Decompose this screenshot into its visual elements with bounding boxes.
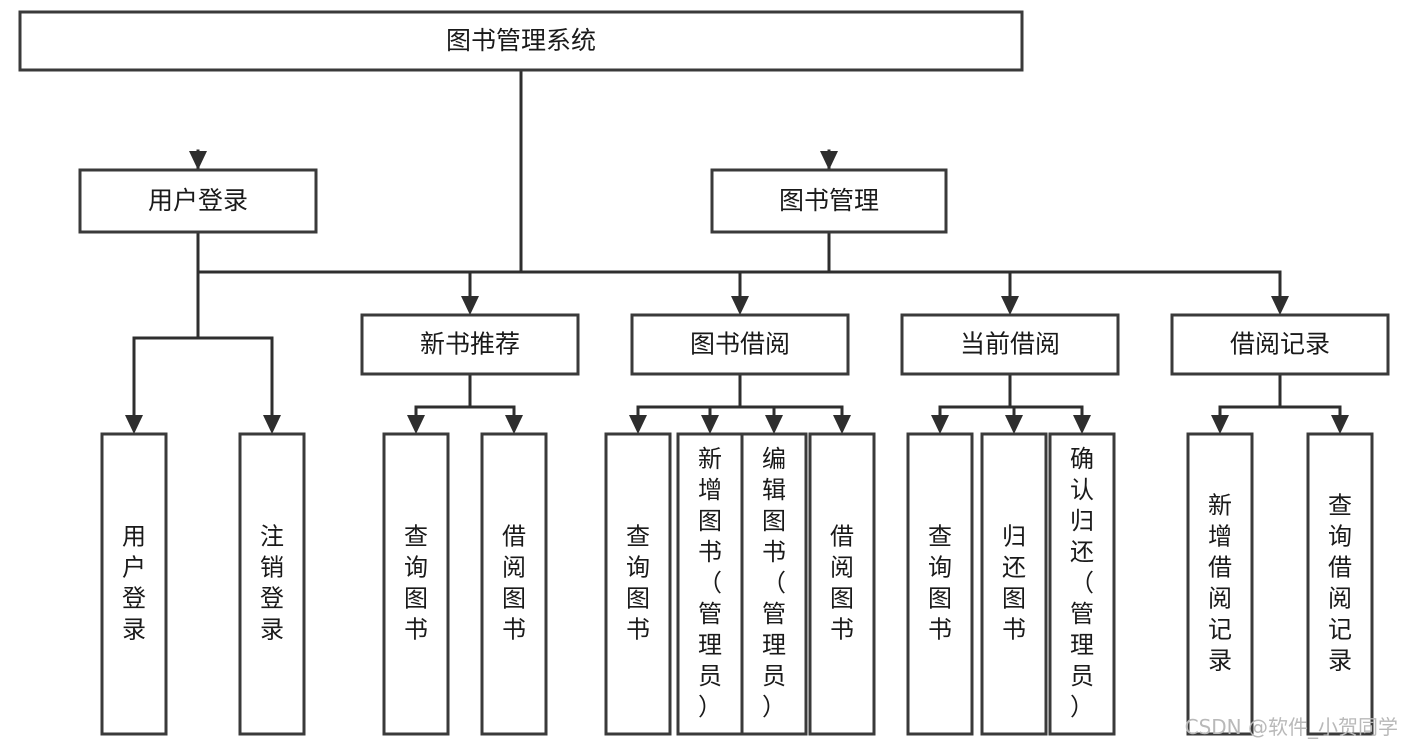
node-leaf-logout-login[interactable]: 注销登录: [238, 432, 306, 736]
node-box-leaf-borrow-book-1: [480, 432, 548, 736]
node-label-leaf-edit-book: 编辑图书（管理员）: [762, 445, 786, 721]
node-leaf-borrow-book-2[interactable]: 借阅图书: [808, 432, 876, 736]
csdn-watermark: CSDN @软件_小贺同学: [1185, 715, 1398, 739]
node-label-leaf-confirm-return: 确认归还（管理员）: [1070, 445, 1094, 721]
node-leaf-query-book-2[interactable]: 查询图书: [604, 432, 672, 736]
node-new-book-recommend[interactable]: 新书推荐: [360, 313, 580, 376]
node-box-book-manage: [710, 168, 948, 234]
node-leaf-return-book[interactable]: 归还图书: [980, 432, 1048, 736]
node-box-leaf-return-book: [980, 432, 1048, 736]
node-current-borrow[interactable]: 当前借阅: [900, 313, 1120, 376]
node-label-leaf-query-book-3: 查询图书: [928, 523, 952, 644]
node-box-user-login: [78, 168, 318, 234]
node-book-borrow[interactable]: 图书借阅: [630, 313, 850, 376]
arrow-head-book-borrow: [731, 296, 749, 315]
node-label-borrow-record: 借阅记录: [1230, 330, 1330, 359]
connector-layer: [125, 68, 1349, 434]
node-label-leaf-query-book-1: 查询图书: [404, 523, 428, 644]
node-leaf-query-book-1[interactable]: 查询图书: [382, 432, 450, 736]
arrow-head-leaf-query-book-2: [629, 415, 647, 434]
node-label-book-manage: 图书管理: [779, 186, 879, 215]
arrow-head-leaf-borrow-book-1: [505, 415, 523, 434]
arrow-head-user-login: [189, 151, 207, 170]
node-label-leaf-logout-login: 注销登录: [260, 523, 284, 644]
node-box-leaf-logout-login: [238, 432, 306, 736]
arrow-head-leaf-edit-book: [765, 415, 783, 434]
arrow-head-borrow-record: [1271, 296, 1289, 315]
node-user-login[interactable]: 用户登录: [78, 168, 318, 234]
arrow-head-leaf-confirm-return: [1073, 415, 1091, 434]
node-box-leaf-add-record: [1186, 432, 1254, 736]
node-box-leaf-borrow-book-2: [808, 432, 876, 736]
node-leaf-query-record[interactable]: 查询借阅记录: [1306, 432, 1374, 736]
node-label-book-borrow: 图书借阅: [690, 330, 790, 359]
node-label-leaf-query-book-2: 查询图书: [626, 523, 650, 644]
node-label-root: 图书管理系统: [446, 26, 596, 55]
arrow-head-leaf-logout-login: [263, 415, 281, 434]
node-leaf-edit-book[interactable]: 编辑图书（管理员）: [740, 432, 808, 736]
node-box-leaf-confirm-return: [1048, 432, 1116, 736]
node-label-leaf-add-record: 新增借阅记录: [1208, 492, 1232, 675]
arrow-head-leaf-query-book-1: [407, 415, 425, 434]
node-label-new-book-recommend: 新书推荐: [420, 330, 520, 359]
node-label-current-borrow: 当前借阅: [960, 330, 1060, 359]
node-leaf-confirm-return[interactable]: 确认归还（管理员）: [1048, 432, 1116, 736]
node-box-leaf-query-book-2: [604, 432, 672, 736]
arrow-head-new-book-recommend: [461, 296, 479, 315]
node-leaf-user-login[interactable]: 用户登录: [100, 432, 168, 736]
node-root[interactable]: 图书管理系统: [18, 10, 1024, 72]
node-box-leaf-user-login: [100, 432, 168, 736]
node-label-leaf-borrow-book-1: 借阅图书: [502, 523, 526, 644]
node-label-leaf-borrow-book-2: 借阅图书: [830, 523, 854, 644]
node-box-book-borrow: [630, 313, 850, 376]
node-leaf-add-book[interactable]: 新增图书（管理员）: [676, 432, 744, 736]
node-book-manage[interactable]: 图书管理: [710, 168, 948, 234]
arrow-head-leaf-add-record: [1211, 415, 1229, 434]
arrow-head-book-manage: [820, 151, 838, 170]
node-layer: 图书管理系统用户登录图书管理新书推荐图书借阅当前借阅借阅记录用户登录注销登录查询…: [18, 10, 1390, 736]
node-box-leaf-query-book-3: [906, 432, 974, 736]
node-box-root: [18, 10, 1024, 72]
node-label-leaf-add-book: 新增图书（管理员）: [698, 445, 722, 721]
node-borrow-record[interactable]: 借阅记录: [1170, 313, 1390, 376]
node-box-current-borrow: [900, 313, 1120, 376]
node-box-leaf-query-record: [1306, 432, 1374, 736]
arrow-head-leaf-query-record: [1331, 415, 1349, 434]
arrow-head-leaf-return-book: [1005, 415, 1023, 434]
node-leaf-query-book-3[interactable]: 查询图书: [906, 432, 974, 736]
node-box-new-book-recommend: [360, 313, 580, 376]
node-label-leaf-query-record: 查询借阅记录: [1328, 492, 1352, 675]
node-box-leaf-query-book-1: [382, 432, 450, 736]
arrow-head-leaf-query-book-3: [931, 415, 949, 434]
node-leaf-borrow-book-1[interactable]: 借阅图书: [480, 432, 548, 736]
arrow-head-leaf-user-login: [125, 415, 143, 434]
arrow-head-leaf-borrow-book-2: [833, 415, 851, 434]
node-label-leaf-user-login: 用户登录: [122, 523, 146, 644]
node-box-borrow-record: [1170, 313, 1390, 376]
node-box-leaf-edit-book: [740, 432, 808, 736]
node-leaf-add-record[interactable]: 新增借阅记录: [1186, 432, 1254, 736]
arrow-head-current-borrow: [1001, 296, 1019, 315]
node-label-user-login: 用户登录: [148, 186, 248, 215]
arrow-head-leaf-add-book: [701, 415, 719, 434]
node-label-leaf-return-book: 归还图书: [1002, 523, 1026, 644]
